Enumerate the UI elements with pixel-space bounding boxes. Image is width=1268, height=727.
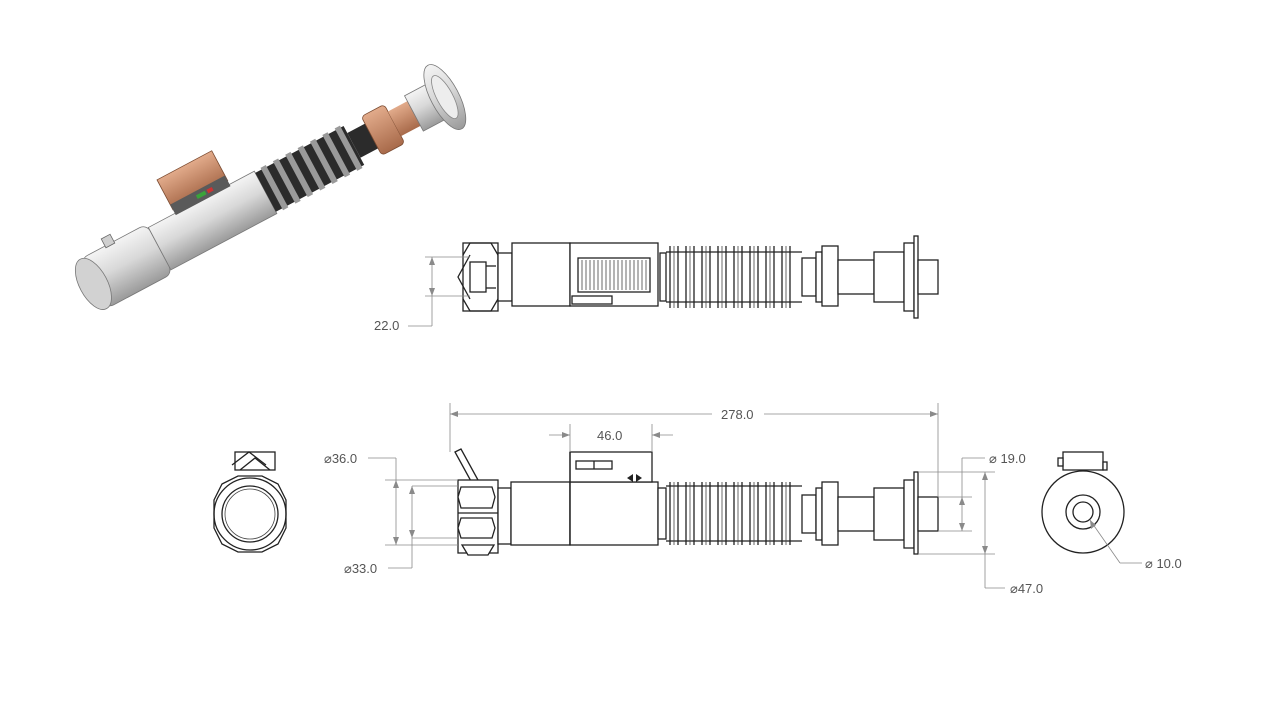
dim-label-36: ⌀36.0 — [324, 451, 357, 466]
iso-control-box — [156, 150, 231, 216]
dim-pommel-hole: ⌀ 10.0 — [1089, 519, 1182, 571]
front-control-box — [569, 451, 659, 546]
dim-label-19: ⌀ 19.0 — [989, 451, 1026, 466]
dim-overall-length: 278.0 — [449, 403, 939, 497]
dim-label-33: ⌀33.0 — [344, 561, 377, 576]
isometric-view — [74, 64, 467, 310]
top-emitter-sleeve — [497, 252, 513, 302]
top-grip — [659, 246, 802, 308]
left-end-view — [213, 451, 287, 553]
front-emitter — [457, 479, 499, 556]
dim-label-10: ⌀ 10.0 — [1145, 556, 1182, 571]
front-view: 278.0 46.0 ⌀36.0 ⌀33.0 — [324, 403, 1043, 596]
front-body — [510, 481, 571, 546]
dim-label-22: 22.0 — [374, 318, 399, 333]
top-view: 22.0 — [374, 235, 939, 333]
dim-label-278: 278.0 — [721, 407, 754, 422]
dim-pommel-diameters: ⌀ 19.0 ⌀47.0 — [918, 451, 1043, 596]
iso-grip — [255, 125, 365, 212]
pommel-hole — [1072, 501, 1094, 523]
dim-grip-width: 22.0 — [374, 256, 470, 333]
dim-emitter-diameters: ⌀36.0 ⌀33.0 — [324, 451, 458, 576]
front-emitter-sleeve — [497, 487, 512, 545]
top-neck-and-pommel — [801, 235, 939, 319]
front-clip-lever — [454, 448, 479, 484]
front-neck-and-pommel — [801, 471, 939, 555]
right-end-view: ⌀ 10.0 — [1041, 451, 1182, 571]
top-emitter-cap — [457, 242, 499, 312]
dim-label-46: 46.0 — [597, 428, 622, 443]
top-body — [511, 242, 571, 307]
top-control-box — [569, 242, 659, 307]
iso-emitter-face — [74, 257, 112, 310]
dim-label-47: ⌀47.0 — [1010, 581, 1043, 596]
front-grip — [657, 482, 802, 545]
dim-control-box: 46.0 — [549, 424, 673, 452]
